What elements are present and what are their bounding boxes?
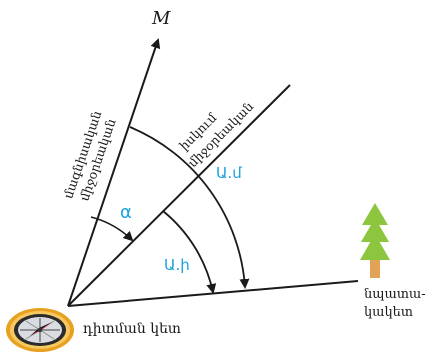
observation-point-label: դիտման կետ — [83, 321, 181, 337]
compass-icon — [6, 308, 74, 352]
landmark-direction-line — [67, 280, 359, 307]
tree-icon — [360, 203, 390, 278]
landmark-label-1: նպատա- — [364, 287, 426, 302]
true-meridian-caption: իսկում միջօրեական — [176, 99, 256, 170]
magnetic-azimuth-label: Ա.մ — [216, 164, 242, 182]
magnetic-meridian-caption: մագնիսական միջօրեական — [60, 109, 118, 203]
true-azimuth-label: Ա.ի — [164, 256, 190, 274]
magnetic-meridian-line — [67, 38, 161, 307]
landmark-label-2: կակետ — [364, 305, 413, 320]
alpha-label: α — [120, 202, 132, 223]
true-meridian-line — [67, 84, 291, 307]
magnetic-azimuth-arc — [129, 126, 250, 289]
declination-arc — [90, 216, 134, 242]
true-azimuth-arc — [162, 210, 217, 294]
point-m-label: M — [151, 8, 171, 29]
